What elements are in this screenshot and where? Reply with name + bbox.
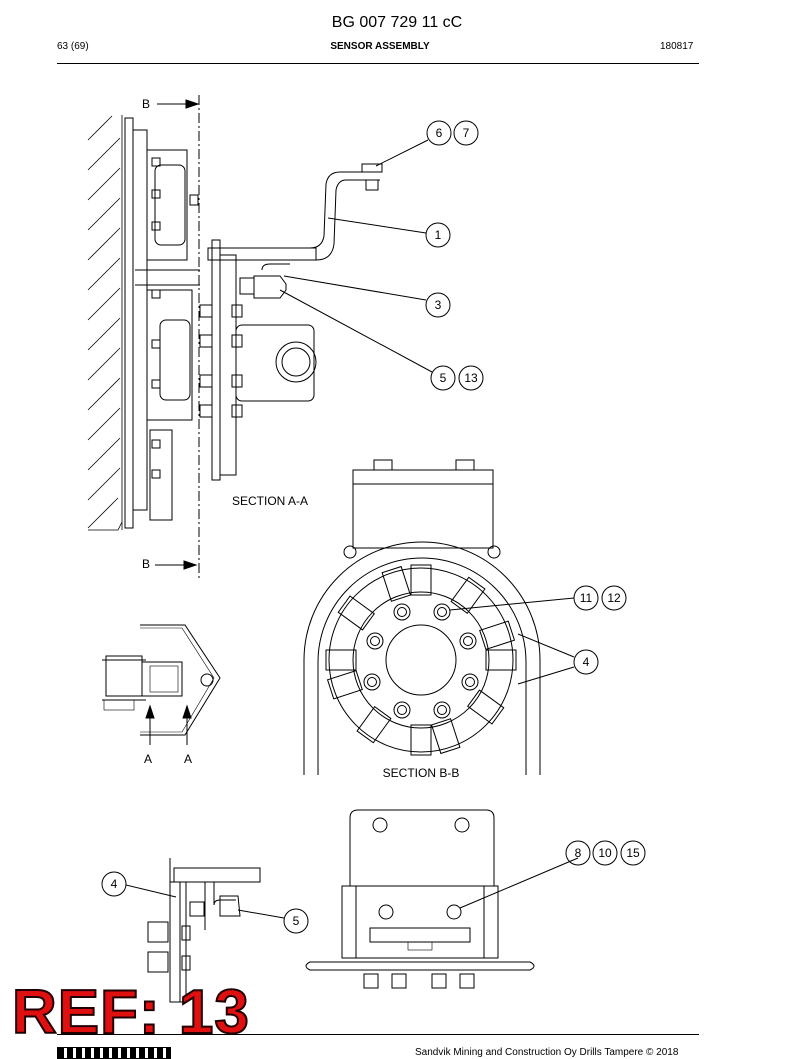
section-aa-label: SECTION A-A (232, 494, 308, 508)
overview-view: A A (102, 624, 221, 766)
section-bb-view: SECTION B-B (303, 459, 575, 780)
callout-6: 6 (436, 126, 443, 140)
toothed-wheel (325, 564, 517, 756)
hatched-wall (87, 115, 123, 531)
ref-label: REF: 13 (11, 978, 250, 1047)
sandvik-logo-icon (57, 1047, 171, 1059)
callout-12: 12 (607, 591, 621, 605)
bottom-left-detail (125, 858, 285, 1003)
callout-8: 8 (575, 846, 582, 860)
callout-7: 7 (463, 126, 470, 140)
section-b-top-label: B (142, 97, 150, 111)
page-title: SENSOR ASSEMBLY (330, 41, 430, 52)
page-number: 63 (69) (57, 41, 89, 52)
callout-5: 5 (440, 371, 447, 385)
callout-10: 10 (598, 846, 612, 860)
date-code: 180817 (660, 41, 694, 52)
callouts (101, 120, 646, 934)
callout-13: 13 (464, 371, 478, 385)
section-aa-view: SECTION A-A B B (87, 95, 433, 580)
document-number: BG 007 729 11 cC (331, 14, 463, 31)
bottom-right-detail (305, 809, 579, 989)
callout-3: 3 (435, 298, 442, 312)
header-rule (57, 63, 699, 64)
callout-11: 11 (580, 591, 593, 605)
callout-5-detail: 5 (293, 914, 300, 928)
section-a-right-label: A (184, 752, 192, 766)
callout-4: 4 (583, 655, 590, 669)
callout-1: 1 (435, 228, 442, 242)
section-a-left-label: A (144, 752, 152, 766)
section-b-bottom-label: B (142, 557, 150, 571)
footer-rule (57, 1034, 699, 1035)
callout-15: 15 (626, 846, 640, 860)
section-bb-label: SECTION B-B (383, 766, 460, 780)
callout-4-detail: 4 (111, 877, 118, 891)
